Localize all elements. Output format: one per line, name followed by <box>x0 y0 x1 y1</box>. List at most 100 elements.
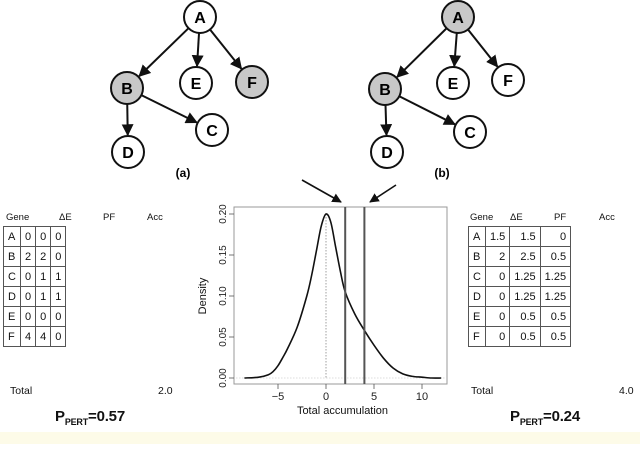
node-label: A <box>452 10 464 27</box>
node-label: F <box>503 73 513 90</box>
acc-cell: 0 <box>51 307 66 327</box>
y-tick-label: 0.05 <box>218 327 229 347</box>
pf-cell: 1.25 <box>510 267 540 287</box>
acc-cell: 0 <box>51 227 66 247</box>
pointer-arrow-right <box>370 185 396 202</box>
node-label: C <box>206 123 218 140</box>
pf-cell: 1 <box>36 287 51 307</box>
header-gene: Gene <box>6 212 29 224</box>
node-e: E <box>437 67 469 99</box>
delta-e-cell: 2 <box>20 247 35 267</box>
gene-cell: A <box>469 227 486 247</box>
node-d: D <box>371 136 403 168</box>
y-tick-label: 0.15 <box>218 245 229 265</box>
delta-e-cell: 0 <box>485 287 509 307</box>
node-label: C <box>464 125 476 142</box>
gene-cell: D <box>4 287 21 307</box>
edge-a-b <box>397 28 447 77</box>
delta-e-cell: 0 <box>20 287 35 307</box>
gene-cell: C <box>4 267 21 287</box>
pf-cell: 1.25 <box>510 287 540 307</box>
node-label: B <box>121 81 133 98</box>
pf-cell: 1.5 <box>510 227 540 247</box>
pf-cell: 0.5 <box>510 307 540 327</box>
node-c: C <box>196 114 228 146</box>
pf-cell: 0 <box>36 227 51 247</box>
gene-cell: F <box>4 327 21 347</box>
pf-cell: 0.5 <box>510 327 540 347</box>
node-label: E <box>448 76 459 93</box>
gene-cell: C <box>469 267 486 287</box>
edge-b-c <box>141 95 196 122</box>
acc-cell: 0.5 <box>540 307 570 327</box>
node-d: D <box>112 136 144 168</box>
acc-cell: 0 <box>540 227 570 247</box>
pvalue-a-sub: PERT <box>65 417 88 427</box>
gene-cell: B <box>4 247 21 267</box>
delta-e-cell: 0 <box>485 267 509 287</box>
y-axis-label: Density <box>197 277 209 314</box>
node-c: C <box>454 116 486 148</box>
x-tick-label: 0 <box>323 391 329 403</box>
node-e: E <box>180 67 212 99</box>
delta-e-cell: 0 <box>485 327 509 347</box>
edge-a-e <box>454 33 457 66</box>
pvalue-b-prefix: P <box>510 408 520 425</box>
pointer-arrow-left <box>302 180 341 202</box>
y-tick-label: 0.20 <box>218 204 229 224</box>
gene-cell: D <box>469 287 486 307</box>
plot-frame <box>234 207 447 384</box>
x-tick-label: −5 <box>272 391 285 403</box>
node-b: B <box>369 73 401 105</box>
pf-cell: 1 <box>36 267 51 287</box>
graph-a-label: (a) <box>176 166 191 180</box>
pf-cell: 0 <box>36 307 51 327</box>
node-label: F <box>247 75 257 92</box>
header-acc: Acc <box>147 212 163 224</box>
pvalue-b-sub: PERT <box>520 417 543 427</box>
node-label: B <box>379 82 391 99</box>
node-a: A <box>184 1 216 33</box>
pvalue-b-value: =0.24 <box>543 408 580 425</box>
delta-e-cell: 0 <box>20 227 35 247</box>
node-b: B <box>111 72 143 104</box>
acc-cell: 1.25 <box>540 267 570 287</box>
pvalue-b: PPERT=0.24 <box>510 408 580 427</box>
header-pf: PF <box>103 212 115 224</box>
graph-b: A B C D E F <box>369 1 524 168</box>
gene-cell: E <box>4 307 21 327</box>
total-label-b: Total <box>471 385 493 397</box>
gene-cell: B <box>469 247 486 267</box>
acc-cell: 0.5 <box>540 247 570 267</box>
pf-cell: 2 <box>36 247 51 267</box>
header-gene: Gene <box>470 212 493 224</box>
node-label: D <box>122 145 134 162</box>
edge-a-b <box>139 28 188 76</box>
y-tick-label: 0.00 <box>218 368 229 388</box>
bottom-strip <box>0 432 640 444</box>
delta-e-cell: 1.5 <box>485 227 509 247</box>
acc-cell: 1.25 <box>540 287 570 307</box>
acc-cell: 1 <box>51 267 66 287</box>
gene-cell: A <box>4 227 21 247</box>
pvalue-a-value: =0.57 <box>88 408 125 425</box>
graph-b-label: (b) <box>434 166 449 180</box>
edge-a-e <box>197 33 199 66</box>
delta-e-cell: 0 <box>20 307 35 327</box>
pvalue-a-prefix: P <box>55 408 65 425</box>
edge-b-d <box>386 105 387 135</box>
header-delta-e: ΔE <box>59 212 72 224</box>
